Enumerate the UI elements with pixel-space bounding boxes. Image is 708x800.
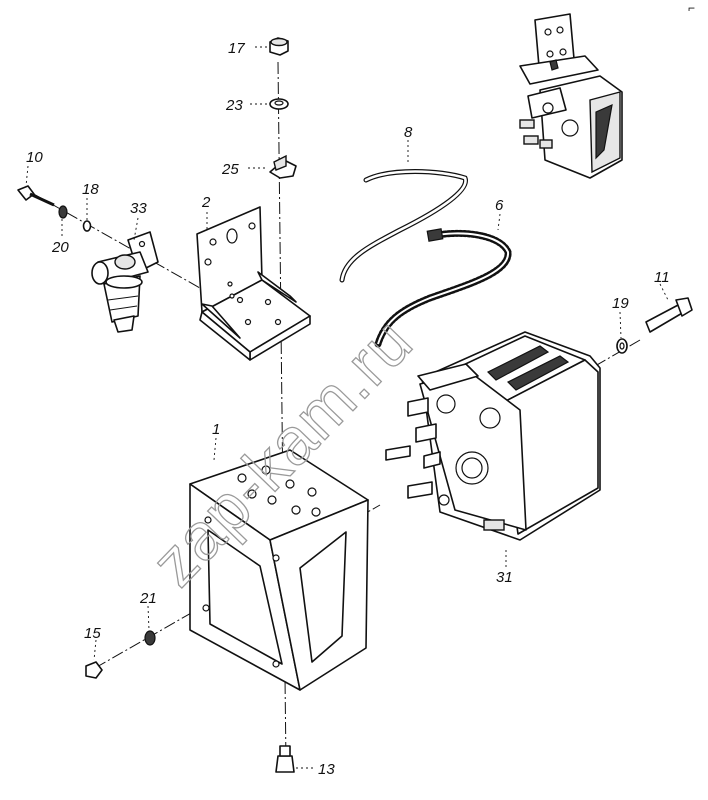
callout-19: 19: [612, 295, 629, 312]
nut-15: [85, 661, 103, 679]
callout-25: 25: [221, 161, 239, 178]
callout-11: 11: [654, 269, 670, 286]
callout-20: 20: [51, 239, 69, 256]
washer-23: [269, 98, 289, 110]
leader-lines: [25, 46, 669, 769]
callout-33: 33: [130, 200, 147, 217]
callout-15: 15: [84, 625, 101, 642]
washer-20: [58, 205, 68, 219]
bolt-13: [275, 745, 295, 773]
callout-2: 2: [201, 194, 211, 211]
bracket-1: [189, 449, 369, 691]
corner-mark: ⌐: [688, 1, 695, 15]
callout-8: 8: [404, 124, 413, 141]
callout-labels: 17 23 25 10 18 33 20 2 8 6 11 19 1 31 21…: [26, 40, 670, 778]
callout-17: 17: [228, 40, 245, 57]
filter-33: [91, 231, 159, 333]
bolt-11: [645, 297, 693, 333]
assembled-unit-inset: [519, 13, 623, 179]
nut-17: [269, 37, 289, 56]
washer-19: [616, 338, 628, 354]
callout-1: 1: [212, 421, 220, 438]
callout-6: 6: [495, 197, 504, 214]
callout-31: 31: [496, 569, 513, 586]
callout-21: 21: [139, 590, 157, 607]
hose-6: [374, 228, 512, 348]
callout-10: 10: [26, 149, 43, 166]
plate-25: [269, 154, 297, 179]
bracket-2: [196, 206, 311, 361]
tube-8: [339, 169, 468, 283]
washer-18: [82, 220, 92, 232]
washer-21: [144, 630, 156, 646]
valve-unit-31: [385, 331, 601, 541]
callout-13: 13: [318, 761, 335, 778]
callout-18: 18: [82, 181, 99, 198]
callout-23: 23: [225, 97, 243, 114]
bolt-10: [17, 185, 55, 207]
